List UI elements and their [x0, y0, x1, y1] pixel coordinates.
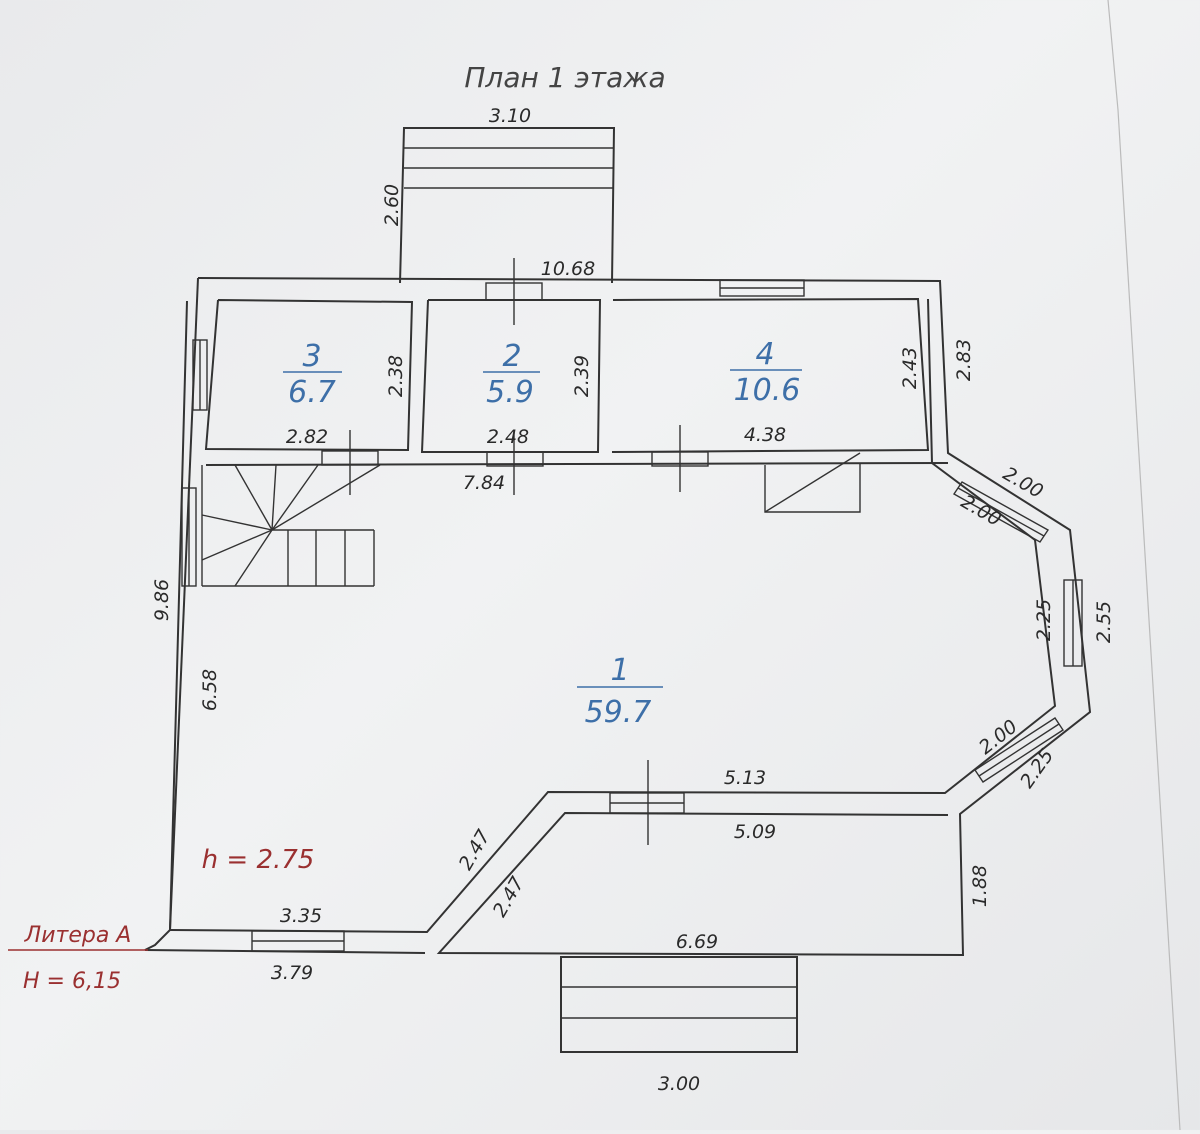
room-2-number: 2: [502, 339, 521, 374]
dim-diag-upper-outer: 2.00: [999, 463, 1047, 503]
room-4-number: 4: [755, 337, 774, 372]
dim-right-outer: 2.55: [1093, 601, 1115, 643]
dim-room2-height: 2.39: [571, 355, 593, 397]
dim-room4-width: 4.38: [744, 424, 786, 446]
corridor-wall: [205, 462, 949, 466]
room-1-label: 1 59.7: [577, 653, 663, 730]
room-2-area: 5.9: [486, 375, 534, 410]
room-4-walls: [611, 297, 930, 453]
dimension-labels: 3.10 2.60 10.68 2.38 2.39 2.43 2.83 2.82…: [151, 105, 1115, 1095]
dim-room3-height: 2.38: [385, 355, 407, 397]
dim-bottom-left-inner: 3.35: [280, 905, 322, 927]
room-4-area: 10.6: [734, 373, 801, 408]
bottom-porch: [560, 956, 798, 1053]
dim-porch-top-width: 3.10: [489, 105, 531, 127]
dim-right-inner: 2.25: [1033, 599, 1055, 641]
room-1-number: 1: [610, 653, 629, 688]
staircase: [201, 464, 381, 587]
dim-room3-width: 2.82: [286, 426, 328, 448]
dim-slant-inner: 2.47: [489, 873, 529, 921]
dim-diag-upper-inner: 2.00: [957, 491, 1005, 531]
dim-room4-height: 2.43: [899, 347, 921, 389]
room-3-walls: [204, 299, 414, 452]
dim-bottom-right: 6.69: [676, 931, 718, 953]
paper-edge: [1117, 109, 1181, 1131]
room-4-label: 4 10.6: [730, 337, 802, 408]
dim-corridor-width: 7.84: [463, 472, 505, 494]
room-1-area: 59.7: [585, 695, 652, 730]
paper-edge: [1107, 0, 1119, 111]
dim-left-inner: 6.58: [199, 669, 221, 711]
room-3-label: 3 6.7: [283, 339, 342, 410]
dim-right-upper: 2.83: [953, 339, 975, 381]
dim-left-outer: 9.86: [151, 579, 173, 621]
dim-right-lower: 1.88: [969, 865, 991, 907]
dim-porch-top-depth: 2.60: [381, 184, 403, 226]
dim-slant-outer: 2.47: [455, 826, 495, 874]
litera-label: Литера А: [24, 923, 132, 948]
top-porch: [399, 127, 616, 284]
ceiling-height: h = 2.75: [202, 845, 315, 875]
room-3-area: 6.7: [288, 375, 336, 410]
dim-diag-lower-outer: 2.25: [1016, 745, 1058, 792]
dim-mid-upper: 5.13: [724, 767, 766, 789]
dim-mid-lower: 5.09: [734, 821, 776, 843]
room-3-number: 3: [302, 339, 321, 374]
room-2-label: 2 5.9: [483, 339, 540, 410]
dim-bottom-left-outer: 3.79: [271, 962, 313, 984]
plan-title: План 1 этажа: [464, 61, 665, 94]
dim-top-overall: 10.68: [541, 258, 595, 280]
dim-porch-bottom: 3.00: [658, 1073, 700, 1095]
total-height: H = 6,15: [23, 969, 121, 994]
openings: [181, 258, 1083, 952]
dim-room2-width: 2.48: [487, 426, 529, 448]
